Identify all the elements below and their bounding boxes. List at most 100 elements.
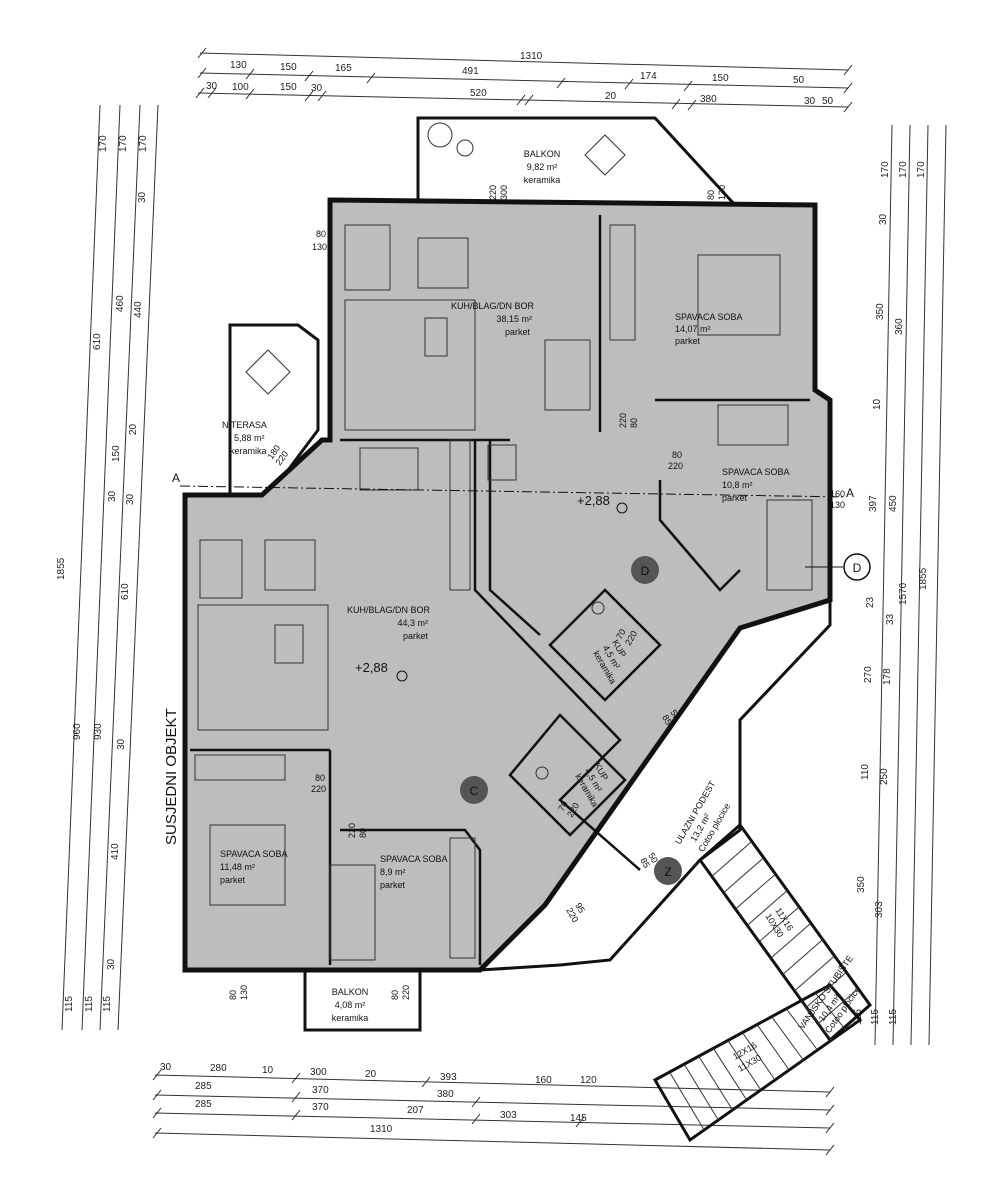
dim-label: 360 bbox=[894, 318, 905, 335]
dim-label: 50 bbox=[793, 75, 805, 86]
opening-width: 70 bbox=[614, 627, 628, 641]
sofa-icon bbox=[344, 224, 391, 291]
opening-height: 130 bbox=[717, 185, 727, 200]
dim-label: 10 bbox=[872, 398, 883, 410]
plant-icon bbox=[456, 139, 474, 157]
dim-label: 1570 bbox=[898, 582, 909, 605]
room-spavaca-1148: SPAVACA SOBA 11,48 m² parket bbox=[220, 849, 288, 885]
room-floor: parket bbox=[722, 493, 748, 503]
dim-label: 170 bbox=[138, 135, 149, 152]
dim-label: 23 bbox=[865, 596, 876, 608]
apartment-floor bbox=[182, 197, 833, 973]
dim-label: 350 bbox=[856, 876, 867, 893]
stair-tread bbox=[712, 1048, 748, 1101]
opening-height: 220 bbox=[311, 784, 326, 794]
room-floor: keramika bbox=[524, 175, 561, 185]
opening-width: 50 bbox=[668, 708, 682, 722]
dim-label: 303 bbox=[874, 901, 885, 918]
dim-label: 610 bbox=[120, 583, 131, 600]
armchair-icon bbox=[417, 237, 469, 289]
room-spavaca-108: SPAVACA SOBA 10,8 m² parket bbox=[722, 467, 790, 503]
room-kuh-upper: KUH/BLAG/DN BOR 38,15 m² parket bbox=[451, 301, 535, 337]
stove-icon bbox=[487, 444, 517, 481]
dim-label: 410 bbox=[110, 843, 121, 860]
bed-icon bbox=[766, 499, 813, 591]
stair-tread bbox=[683, 1063, 719, 1121]
opening-width: 80 bbox=[672, 450, 682, 460]
stair-tread bbox=[735, 873, 776, 910]
dim-label: 30 bbox=[878, 213, 889, 225]
marker-label: Z bbox=[664, 865, 671, 879]
dim-label: 170 bbox=[98, 135, 109, 152]
dim-label: 303 bbox=[500, 1110, 517, 1121]
dim-label: 30 bbox=[137, 191, 148, 203]
stair-tread bbox=[771, 1016, 804, 1061]
opening-width: 50 bbox=[646, 851, 660, 865]
dim-label: 380 bbox=[437, 1089, 454, 1100]
room-balkon-top: BALKON 9,82 m² keramika bbox=[524, 149, 561, 185]
opening-height: 130 bbox=[239, 985, 249, 1000]
opening-height: 130 bbox=[312, 242, 327, 252]
opening-width: 220 bbox=[618, 413, 628, 428]
bed-icon bbox=[697, 254, 781, 336]
dim-label: 30 bbox=[311, 83, 323, 94]
marker-label: D bbox=[853, 561, 862, 575]
room-name: SPAVACA SOBA bbox=[380, 854, 448, 864]
room-spavaca-1407: SPAVACA SOBA 14,07 m² parket bbox=[675, 312, 743, 346]
dim-label: 960 bbox=[72, 723, 83, 740]
opening-height: 130 bbox=[830, 500, 845, 510]
dining-table-icon bbox=[544, 339, 591, 411]
stair-tread bbox=[727, 1040, 762, 1091]
dim-label: 20 bbox=[365, 1069, 377, 1080]
patio-table-icon bbox=[584, 134, 626, 176]
sofa-icon bbox=[199, 539, 243, 599]
room-name: KUH/BLAG/DN BOR bbox=[451, 301, 535, 311]
shower-drain-icon bbox=[591, 601, 605, 615]
wardrobe-icon bbox=[194, 754, 286, 781]
dim-label: 350 bbox=[875, 303, 886, 320]
level-target-icon bbox=[616, 502, 628, 514]
wardrobe-icon bbox=[609, 224, 636, 341]
stair-tread bbox=[815, 992, 847, 1031]
dim-label: 150 bbox=[712, 73, 729, 84]
section-line-a: A A bbox=[172, 471, 854, 500]
dim-label: 1310 bbox=[520, 51, 543, 62]
neighbor-building-label: SUSJEDNI OBJEKT bbox=[163, 708, 180, 845]
section-marker-d: D bbox=[805, 553, 871, 581]
dim-label: 115 bbox=[64, 996, 75, 1012]
room-floor: parket bbox=[403, 631, 429, 641]
room-floor: parket bbox=[505, 327, 531, 337]
opening-width: 80 bbox=[390, 990, 400, 1000]
sofa-icon bbox=[197, 604, 329, 731]
opening-height: 220 bbox=[668, 461, 683, 471]
stair-tread bbox=[817, 988, 859, 1025]
dim-label: 115 bbox=[84, 996, 95, 1012]
dim-label: 30 bbox=[804, 96, 816, 107]
room-floor: keramika bbox=[230, 446, 267, 456]
dim-label: 30 bbox=[125, 493, 136, 505]
room-area: 38,15 m² bbox=[496, 314, 532, 324]
dimensions-top: 1310 130 150 165 491 174 150 50 30 100 1… bbox=[195, 47, 853, 113]
dim-label: 115 bbox=[888, 1009, 899, 1025]
dim-label: 170 bbox=[118, 135, 129, 152]
dim-label: 393 bbox=[440, 1072, 457, 1083]
dim-label: 370 bbox=[312, 1085, 329, 1096]
dim-label: 174 bbox=[640, 71, 657, 82]
stair-tread bbox=[746, 890, 788, 926]
level-mark-2: +2,88 bbox=[577, 493, 628, 514]
opening-width: 80 bbox=[316, 229, 326, 239]
stair-tread bbox=[698, 1055, 733, 1111]
dim-label: 150 bbox=[280, 62, 297, 73]
room-name: BALKON bbox=[332, 987, 369, 997]
dim-label: 930 bbox=[93, 723, 104, 740]
opening-width: 95 bbox=[573, 901, 587, 915]
dim-label: 610 bbox=[92, 333, 103, 350]
stair-tread bbox=[758, 906, 800, 943]
dim-label: 520 bbox=[470, 88, 487, 99]
dim-label: 165 bbox=[335, 63, 352, 74]
table-icon bbox=[424, 317, 448, 357]
room-name: SPAVACA SOBA bbox=[675, 312, 743, 322]
dim-label: 170 bbox=[898, 161, 909, 178]
dim-label: 110 bbox=[860, 764, 871, 780]
